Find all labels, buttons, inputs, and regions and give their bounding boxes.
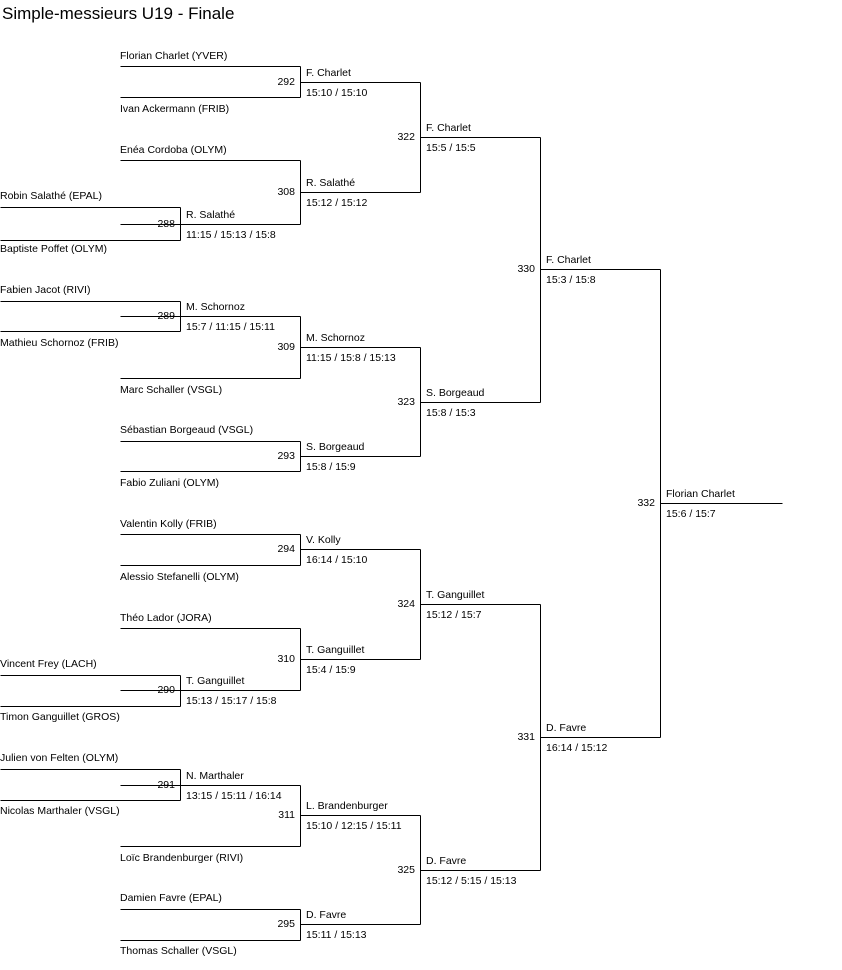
match-number: 291 <box>157 779 175 791</box>
match-winner: L. Brandenburger <box>306 800 388 812</box>
match-score: 15:12 / 15:7 <box>426 609 482 621</box>
match-number: 288 <box>157 218 175 230</box>
match-number: 295 <box>277 918 295 930</box>
match-score: 15:13 / 15:17 / 15:8 <box>186 695 277 707</box>
match-winner: T. Ganguillet <box>426 589 485 601</box>
match-score: 15:5 / 15:5 <box>426 142 476 154</box>
match-winner: D. Favre <box>426 855 467 867</box>
player-name: Timon Ganguillet (GROS) <box>0 711 120 723</box>
player-name: Alessio Stefanelli (OLYM) <box>120 571 239 583</box>
match-score: 15:3 / 15:8 <box>546 274 596 286</box>
player-name: Vincent Frey (LACH) <box>0 658 97 670</box>
match-score: 16:14 / 15:12 <box>546 742 608 754</box>
match-number: 323 <box>397 396 415 408</box>
player-name: Florian Charlet (YVER) <box>120 50 228 62</box>
match-score: 13:15 / 15:11 / 16:14 <box>186 790 282 802</box>
player-name: Marc Schaller (VSGL) <box>120 384 223 396</box>
match-number: 331 <box>517 731 535 743</box>
player-name: Ivan Ackermann (FRIB) <box>120 103 230 115</box>
match-score: 15:12 / 5:15 / 15:13 <box>426 875 517 887</box>
match-score: 15:10 / 12:15 / 15:11 <box>306 820 402 832</box>
match-winner: M. Schornoz <box>306 332 365 344</box>
player-name: Fabien Jacot (RIVI) <box>0 284 91 296</box>
match-number: 309 <box>277 341 295 353</box>
match-score: 16:14 / 15:10 <box>306 554 368 566</box>
match-score: 15:8 / 15:9 <box>306 461 356 473</box>
match-number: 292 <box>277 76 295 88</box>
match-score: 11:15 / 15:13 / 15:8 <box>186 229 276 241</box>
match-score: 15:4 / 15:9 <box>306 664 356 676</box>
player-name: Nicolas Marthaler (VSGL) <box>0 805 120 817</box>
match-number: 324 <box>397 598 415 610</box>
match-winner: V. Kolly <box>306 534 341 546</box>
player-name: Enéa Cordoba (OLYM) <box>120 144 227 156</box>
match-winner: R. Salathé <box>186 209 236 221</box>
match-score: 15:8 / 15:3 <box>426 407 476 419</box>
player-name: Sébastian Borgeaud (VSGL) <box>120 424 254 436</box>
match-number: 290 <box>157 684 175 696</box>
player-name: Damien Favre (EPAL) <box>120 892 222 904</box>
player-name: Valentin Kolly (FRIB) <box>120 518 217 530</box>
match-winner: S. Borgeaud <box>306 441 365 453</box>
match-number: 330 <box>517 263 535 275</box>
match-score: 15:7 / 11:15 / 15:11 <box>186 321 275 333</box>
player-name: Julien von Felten (OLYM) <box>0 752 119 764</box>
match-number: 332 <box>637 497 655 509</box>
player-name: Loïc Brandenburger (RIVI) <box>120 852 244 864</box>
match-score: 15:12 / 15:12 <box>306 197 368 209</box>
match-number: 289 <box>157 310 175 322</box>
match-score: 15:11 / 15:13 <box>306 929 367 941</box>
match-winner: Florian Charlet <box>666 488 735 500</box>
match-winner: R. Salathé <box>306 177 356 189</box>
match-winner: S. Borgeaud <box>426 387 485 399</box>
player-name: Robin Salathé (EPAL) <box>0 190 102 202</box>
match-winner: D. Favre <box>306 909 347 921</box>
match-score: 11:15 / 15:8 / 15:13 <box>306 352 396 364</box>
match-score: 15:6 / 15:7 <box>666 508 716 520</box>
player-name: Fabio Zuliani (OLYM) <box>120 477 220 489</box>
match-winner: M. Schornoz <box>186 301 245 313</box>
match-winner: T. Ganguillet <box>186 675 245 687</box>
match-number: 294 <box>277 543 295 555</box>
match-number: 310 <box>277 653 295 665</box>
match-score: 15:10 / 15:10 <box>306 87 368 99</box>
match-winner: F. Charlet <box>306 67 351 79</box>
player-name: Mathieu Schornoz (FRIB) <box>0 337 119 349</box>
match-number: 293 <box>277 450 295 462</box>
match-winner: F. Charlet <box>426 122 471 134</box>
match-number: 311 <box>278 809 295 821</box>
player-name: Théo Lador (JORA) <box>120 612 212 624</box>
player-name: Baptiste Poffet (OLYM) <box>0 243 107 255</box>
match-winner: T. Ganguillet <box>306 644 365 656</box>
match-winner: F. Charlet <box>546 254 591 266</box>
match-number: 308 <box>277 186 295 198</box>
match-winner: N. Marthaler <box>186 770 244 782</box>
page-title: Simple-messieurs U19 - Finale <box>2 4 235 23</box>
player-name: Thomas Schaller (VSGL) <box>120 945 237 957</box>
match-number: 322 <box>397 131 415 143</box>
match-winner: D. Favre <box>546 722 587 734</box>
match-number: 325 <box>397 864 415 876</box>
